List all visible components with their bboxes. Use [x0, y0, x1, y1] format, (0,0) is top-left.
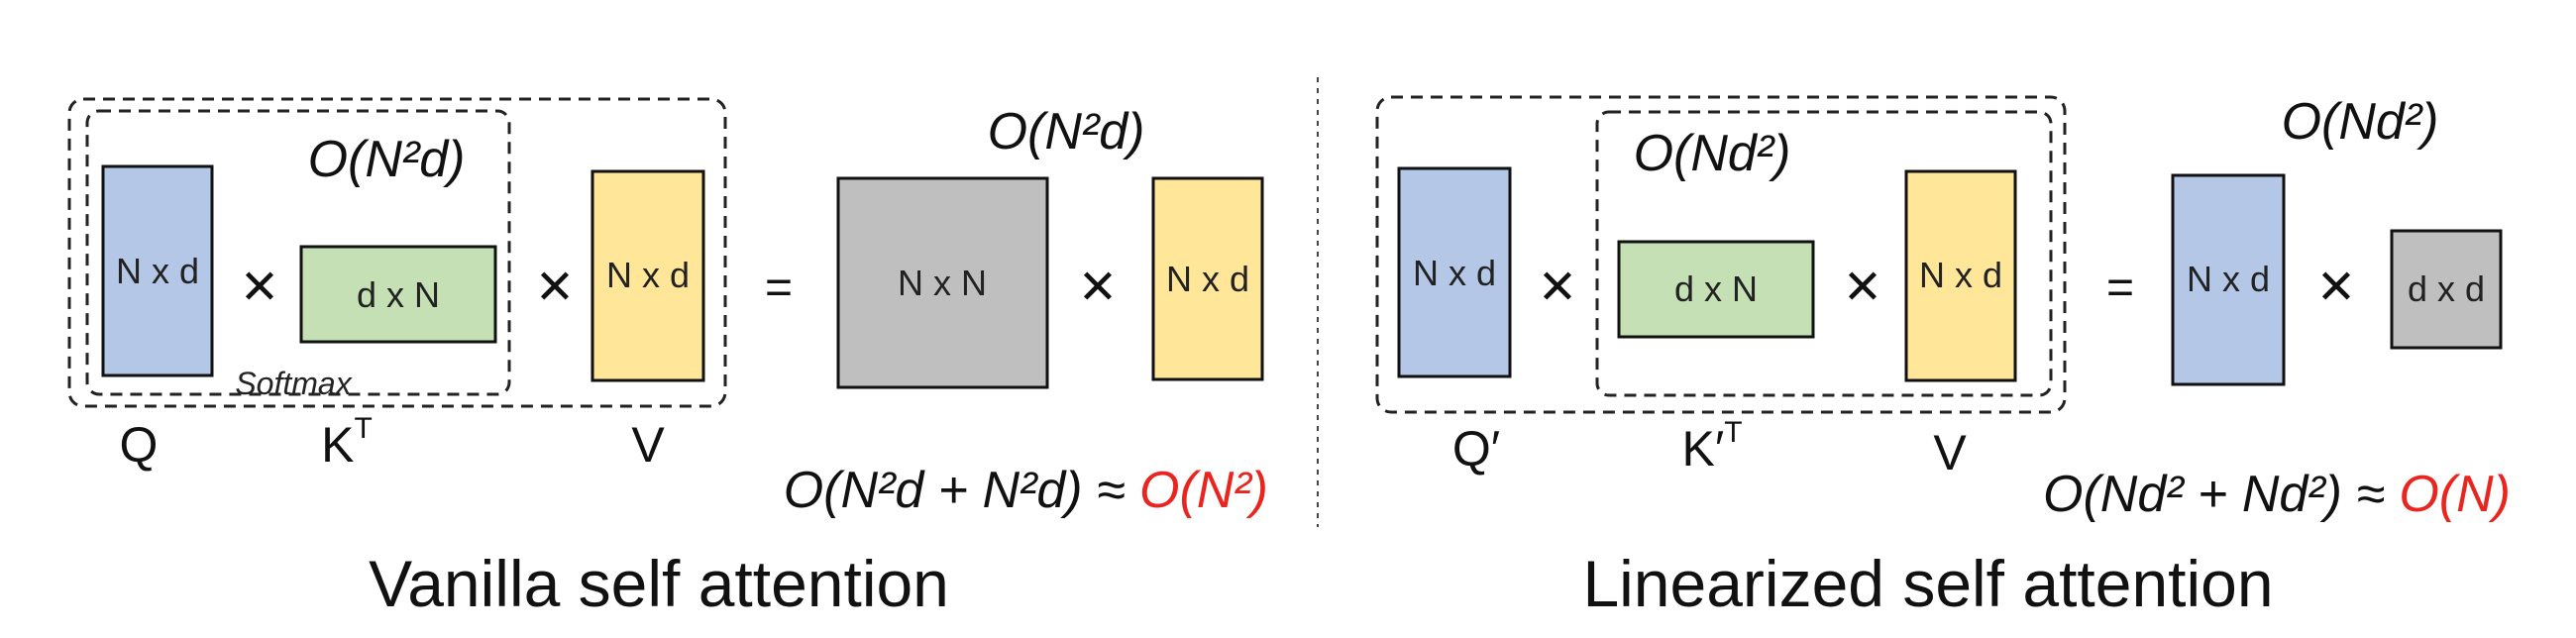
q-matrix-label: N x d [116, 251, 199, 291]
linearized-attention-panel: O(Nd²) N x d ✕ d x N ✕ N x d = O(Nd²) N … [1375, 93, 2511, 620]
v-matrix [1904, 169, 2017, 382]
result-complexity: O(Nd²) [2282, 93, 2439, 151]
q-prime-matrix-label: N x d [1413, 253, 1496, 293]
q-matrix [101, 164, 214, 377]
q-prime-result-matrix [2171, 173, 2286, 386]
k-label: KT [321, 412, 373, 473]
times-icon: ✕ [1078, 262, 1118, 314]
q-label: Q [120, 417, 159, 473]
v-matrix-label: N x d [1919, 255, 2002, 295]
kv-matrix-label: d x d [2408, 268, 2485, 309]
times-icon: ✕ [1538, 262, 1577, 314]
k-prime-label: K′T [1681, 416, 1742, 477]
panel-caption: Linearized self attention [1582, 547, 2273, 620]
total-highlight: O(N²) [1139, 462, 1268, 519]
equals-icon: = [2106, 262, 2134, 314]
total-complexity: O(N²d + N²d) ≈ O(N²) [784, 462, 1268, 519]
kt-prime-matrix-label: d x N [1674, 268, 1758, 309]
v-matrix-result-label: N x d [1166, 259, 1249, 299]
inner-complexity: O(Nd²) [1634, 125, 1791, 182]
equals-icon: = [765, 262, 793, 314]
v-matrix [590, 169, 705, 382]
kt-prime-matrix [1617, 240, 1815, 339]
softmax-dashed-box [85, 109, 511, 396]
result-complexity: O(N²d) [988, 103, 1145, 160]
inner-complexity: O(N²d) [308, 131, 466, 188]
q-prime-matrix [1397, 166, 1512, 378]
vanilla-attention-panel: O(N²d) N x d ✕ d x N Softmax ✕ N x d = O… [67, 97, 1268, 620]
v-label: V [631, 417, 665, 473]
v-matrix-result [1151, 176, 1264, 381]
q-prime-result-matrix-label: N x d [2187, 259, 2270, 299]
v-label: V [1933, 425, 1967, 480]
attention-matrix-label: N x N [898, 263, 987, 303]
kt-matrix [299, 245, 497, 344]
times-icon: ✕ [240, 262, 279, 314]
attention-matrix [836, 176, 1049, 389]
panel-caption: Vanilla self attention [369, 547, 949, 620]
times-icon: ✕ [2316, 262, 2356, 314]
times-icon: ✕ [1843, 262, 1882, 314]
total-highlight: O(N) [2399, 466, 2511, 523]
kv-dashed-box [1595, 110, 2053, 397]
kt-matrix-label: d x N [357, 274, 440, 315]
total-complexity: O(Nd² + Nd²) ≈ O(N) [2043, 466, 2511, 523]
kv-matrix [2390, 229, 2503, 350]
q-prime-label: Q′ [1452, 421, 1500, 477]
times-icon: ✕ [535, 262, 575, 314]
v-matrix-label: N x d [606, 255, 690, 295]
softmax-label: Softmax [235, 366, 352, 401]
